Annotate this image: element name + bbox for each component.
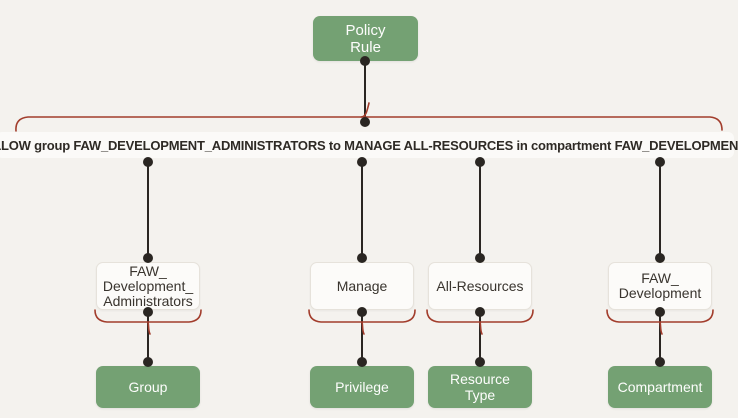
statement-brace-cusp (360, 102, 370, 118)
policy-statement: ALLOW group FAW_DEVELOPMENT_ADMINISTRATO… (0, 132, 738, 158)
group-category-node: Group (96, 366, 200, 408)
group-brace (94, 309, 202, 323)
junction-dot (143, 157, 153, 167)
privilege-brace (308, 309, 416, 323)
resource-type-value-node: All-Resources (428, 262, 532, 310)
resource-brace (426, 309, 534, 323)
privilege-value-node: Manage (310, 262, 414, 310)
privilege-category-node: Privilege (310, 366, 414, 408)
compartment-category-node: Compartment (608, 366, 712, 408)
junction-dot (360, 117, 370, 127)
compartment-value-node: FAW_Development (608, 262, 712, 310)
junction-dot (655, 157, 665, 167)
resource-brace-cusp (479, 321, 483, 335)
compartment-brace-cusp (659, 321, 663, 335)
privilege-brace-cusp (361, 321, 365, 335)
junction-dot (357, 157, 367, 167)
statement-brace (15, 116, 723, 132)
junction-dot (475, 157, 485, 167)
compartment-brace (606, 309, 714, 323)
group-brace-cusp (147, 321, 151, 335)
group-value-node: FAW_Development_Administrators (96, 262, 200, 310)
